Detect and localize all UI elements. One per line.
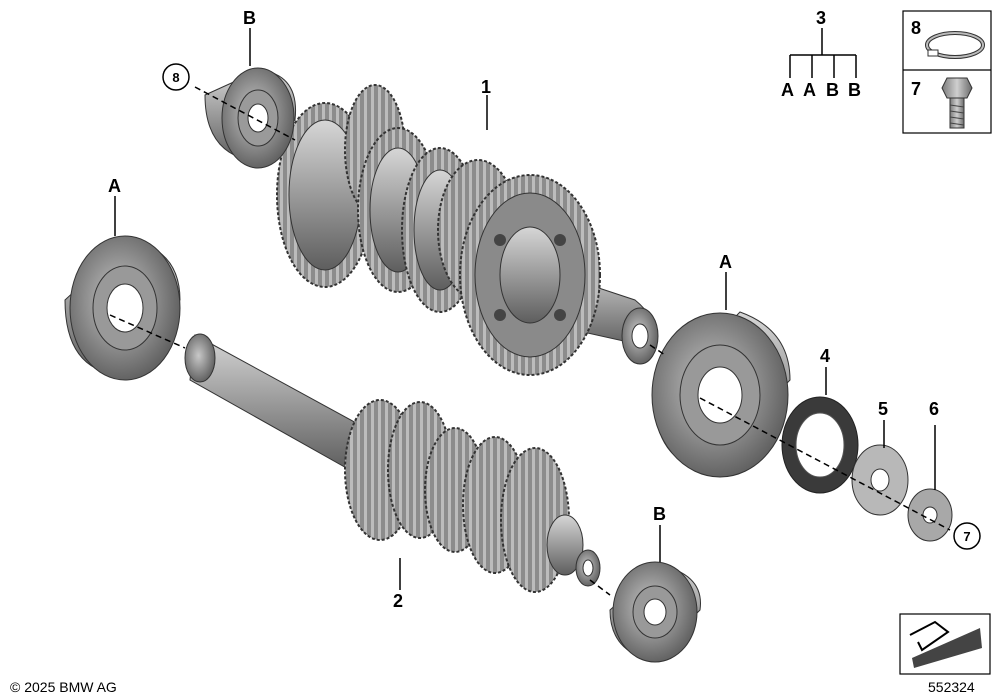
circled-marker-8: 8 — [162, 63, 190, 91]
diagram-number: 552324 — [928, 679, 975, 695]
lower-shaft-spline-end — [184, 333, 216, 383]
bolt-icon — [941, 77, 973, 129]
bearing-bottom — [609, 561, 701, 663]
tree-leaf-2: A — [803, 80, 816, 100]
upper-shaft-assembly — [276, 84, 659, 376]
bearing-set-tree — [789, 28, 857, 78]
label-bearing-bottom: B — [653, 504, 666, 524]
orientation-arrow-icon — [899, 613, 991, 675]
bearing-left — [64, 235, 181, 381]
label-bearing-top-left: B — [243, 8, 256, 28]
bearing-right — [651, 311, 791, 478]
reference-parts-box — [902, 10, 992, 134]
seal-ring — [781, 396, 859, 494]
circled-marker-8-text: 8 — [172, 70, 179, 85]
washer — [851, 444, 909, 516]
tree-leaf-3: B — [826, 80, 839, 100]
lock-washer — [907, 488, 953, 542]
callout-2: 2 — [393, 591, 403, 611]
parts-box-row-7: 7 — [911, 79, 921, 99]
callout-1: 1 — [481, 77, 491, 97]
label-bearing-left: A — [108, 176, 121, 196]
lower-shaft-assembly — [184, 333, 601, 593]
tree-leaf-4: B — [848, 80, 861, 100]
upper-gear-stack — [276, 84, 601, 376]
leader-lines — [114, 28, 936, 590]
callout-3: 3 — [816, 8, 826, 28]
callout-4: 4 — [820, 346, 830, 366]
circled-marker-7: 7 — [953, 522, 981, 550]
callout-6: 6 — [929, 399, 939, 419]
tree-leaf-1: A — [781, 80, 794, 100]
lower-shaft-body — [189, 334, 361, 471]
callout-5: 5 — [878, 399, 888, 419]
bearing-top-left — [204, 67, 297, 169]
copyright-text: © 2025 BMW AG — [10, 679, 117, 695]
parts-box-row-8: 8 — [911, 18, 921, 38]
axis-lines — [109, 86, 951, 596]
circled-marker-7-text: 7 — [963, 529, 970, 544]
circlip-icon — [925, 31, 985, 59]
lower-gear-stack — [344, 399, 601, 593]
label-bearing-right: A — [719, 252, 732, 272]
